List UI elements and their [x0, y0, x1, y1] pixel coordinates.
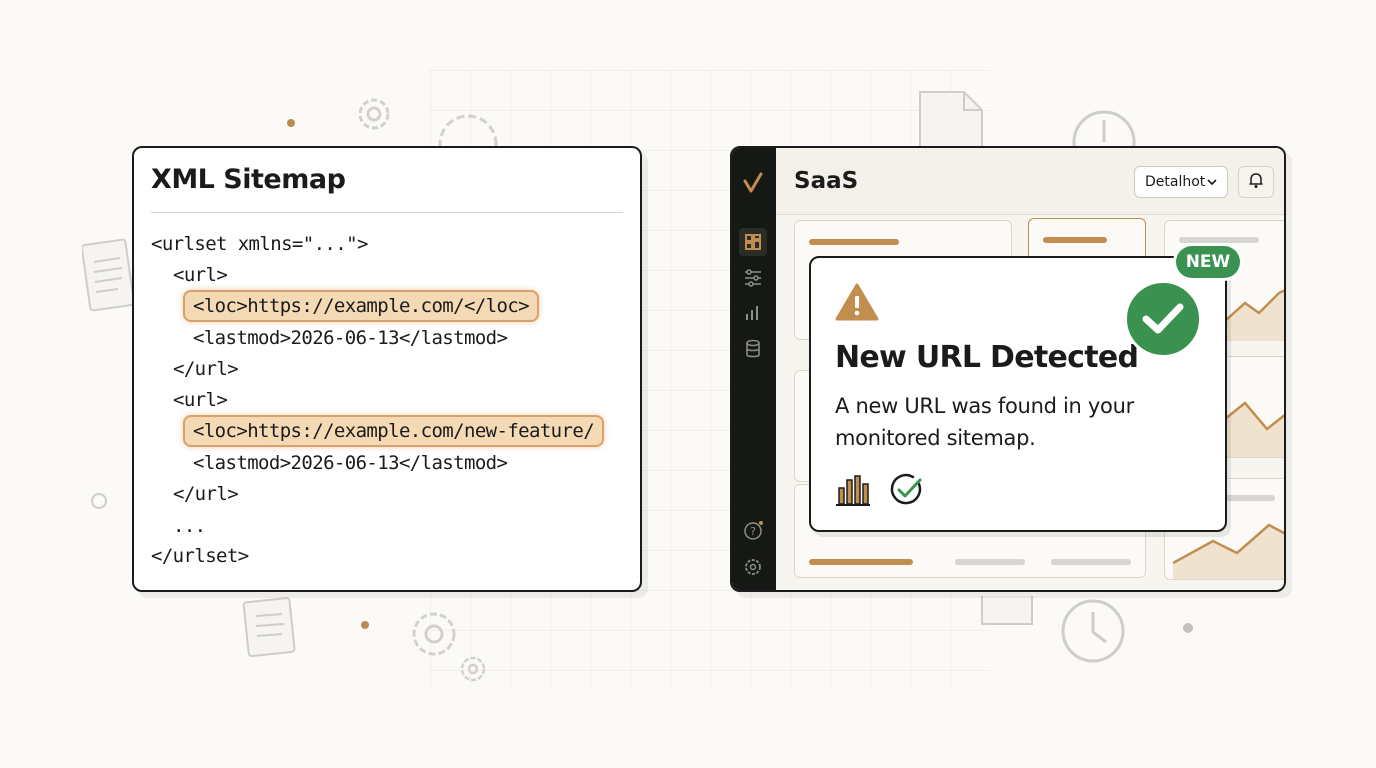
sparkline-chart [1173, 523, 1284, 579]
document-icon [82, 238, 134, 314]
divider [151, 212, 623, 213]
bar-chart-icon [835, 474, 871, 512]
dashboard-icon[interactable] [739, 228, 767, 256]
dot-icon [360, 620, 370, 630]
document-icon [980, 596, 1036, 628]
clock-icon [1058, 596, 1128, 666]
chevron-down-icon [1206, 176, 1218, 192]
gear-icon [456, 652, 490, 686]
circle-icon [90, 492, 108, 510]
tile-footer-bar [809, 559, 913, 565]
app-header: SaaS Detalhot [776, 148, 1284, 215]
database-icon[interactable] [742, 338, 764, 360]
highlighted-loc-line: <loc>https://example.com/</loc> [183, 290, 540, 322]
document-icon [916, 88, 986, 148]
gear-icon [350, 90, 398, 138]
checkmark-logo-icon[interactable] [742, 172, 764, 194]
check-circle-icon [889, 472, 925, 512]
code-line: <urlset xmlns="..."> [151, 233, 368, 255]
warning-icon [835, 282, 879, 326]
dot-icon [1182, 622, 1194, 634]
check-icon [1124, 280, 1202, 358]
code-line: </url> [173, 358, 239, 380]
tile-header-bar [1043, 237, 1107, 243]
sparkline-chart [1215, 401, 1284, 457]
tile-footer-bar [1051, 559, 1131, 565]
code-ellipsis: ... [173, 515, 206, 537]
app-title: SaaS [794, 168, 859, 194]
notification-title: New URL Detected [835, 340, 1139, 375]
sitemap-title: XML Sitemap [151, 164, 346, 195]
notification-message: A new URL was found in your monitored si… [835, 394, 1134, 450]
account-selector[interactable]: Detalhot [1134, 166, 1228, 198]
document-icon [240, 596, 302, 658]
code-line: <lastmod>2026-06-13</lastmod> [193, 327, 508, 349]
notifications-button[interactable] [1238, 166, 1274, 198]
new-badge: NEW [1176, 246, 1240, 278]
highlighted-new-loc-line: <loc>https://example.com/new-feature/ [183, 415, 605, 447]
dot-icon [286, 118, 296, 128]
account-selector-value: Detalhot [1145, 174, 1206, 190]
gear-icon [404, 604, 464, 664]
svg-text:?: ? [750, 525, 756, 538]
gear-icon[interactable] [742, 556, 764, 578]
bell-icon [1247, 171, 1265, 193]
tile-header-bar [809, 239, 899, 245]
clock-icon [1070, 108, 1138, 148]
sitemap-panel: XML Sitemap <urlset xmlns="..."> <url> <… [132, 146, 642, 592]
app-sidebar: ? [732, 148, 776, 590]
code-line: <url> [173, 389, 228, 411]
code-line: </url> [173, 483, 239, 505]
tile-header-bar [1205, 495, 1275, 501]
sliders-icon[interactable] [742, 266, 764, 288]
code-line: </urlset> [151, 545, 249, 567]
sparkline-chart [1225, 289, 1284, 341]
tile-footer-bar [955, 559, 1025, 565]
code-line: <lastmod>2026-06-13</lastmod> [193, 452, 508, 474]
tile-header-bar [1179, 237, 1259, 243]
help-icon[interactable]: ? [742, 520, 764, 542]
gear-icon [430, 106, 506, 146]
bar-chart-icon[interactable] [742, 302, 764, 324]
code-line: <url> [173, 264, 228, 286]
